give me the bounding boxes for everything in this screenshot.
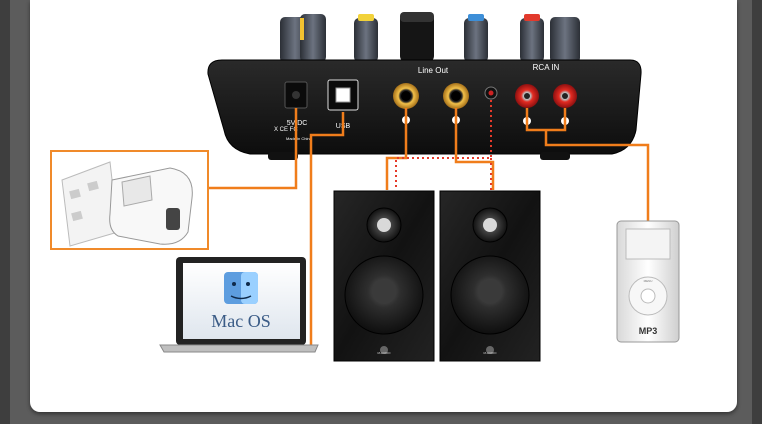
speaker-left: M-AUDIO <box>333 190 435 362</box>
mp3-menu-label: MENU <box>644 279 653 283</box>
power-adapter-panel <box>50 150 209 250</box>
left-frame-bar <box>0 0 10 424</box>
laptop: Mac OS <box>159 257 319 353</box>
line-out-left-cable <box>385 108 408 190</box>
usb-cable <box>309 112 345 348</box>
speaker-left-brand: M-AUDIO <box>378 351 392 355</box>
mac-os-label: Mac OS <box>211 311 271 331</box>
power-adapter <box>109 167 193 245</box>
mp3-screen <box>625 228 671 260</box>
line-out-right-cable <box>454 108 495 190</box>
cert-label: X CE FC <box>274 127 298 133</box>
power-cable <box>207 108 298 190</box>
rca-in-label: RCA IN <box>533 63 560 72</box>
origin-label: Made in China <box>286 136 313 141</box>
cables <box>207 100 650 348</box>
mp3-player: MENU MP3 <box>616 220 680 343</box>
right-frame-bar <box>752 0 762 424</box>
finder-icon <box>224 272 258 304</box>
headphone-dotted-cable <box>395 100 492 190</box>
mp3-label: MP3 <box>639 326 658 336</box>
speaker-right: M-AUDIO <box>439 190 541 362</box>
line-out-label: Line Out <box>418 66 449 75</box>
audio-interface: 5V DC USB X CE FC Made in China Line Out… <box>207 12 642 160</box>
top-knobs <box>280 12 580 63</box>
speaker-right-brand: M-AUDIO <box>484 351 498 355</box>
